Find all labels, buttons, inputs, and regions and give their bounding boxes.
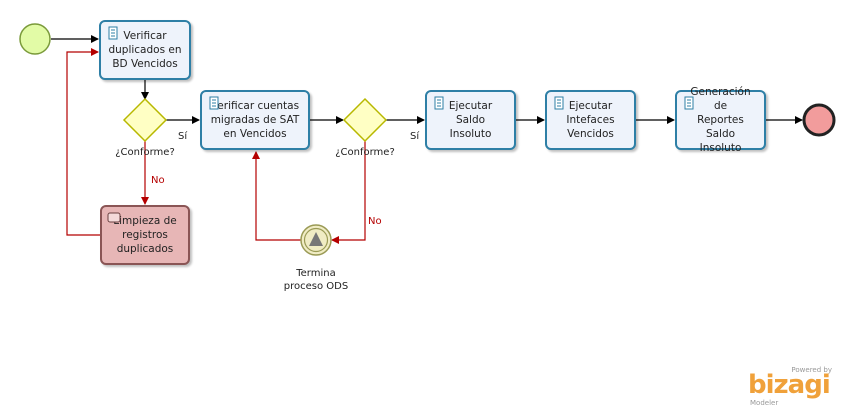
bizagi-logo: Powered by bizagi Modeler — [748, 366, 834, 407]
brand-product: Modeler — [750, 399, 779, 407]
gateway-label-conforme-1: ¿Conforme? — [115, 147, 175, 158]
termina-event-label: Termina proceso ODS — [283, 268, 349, 292]
task-label: Ejecutar Saldo Insoluto — [448, 100, 493, 140]
task-verificar-cuentas[interactable]: Verificar cuentas migradas de SAT en Ven… — [200, 90, 310, 150]
manual-task-icon — [107, 212, 121, 223]
task-label: Verificar duplicados en BD Vencidos — [108, 30, 182, 70]
powered-by-text: Powered by — [791, 366, 832, 374]
gateway-label-conforme-2: ¿Conforme? — [335, 147, 395, 158]
task-generacion-reportes[interactable]: Generación de Reportes Saldo Insoluto — [675, 86, 766, 154]
task-ejecutar-interfaces[interactable]: Ejecutar Intefaces Vencidos — [545, 90, 636, 150]
gateway-conforme-2 — [342, 97, 388, 143]
task-label: Ejecutar Intefaces Vencidos — [566, 100, 615, 140]
flow-label-si-2: Sí — [410, 131, 420, 142]
script-icon — [209, 96, 219, 110]
script-icon — [434, 96, 444, 110]
script-icon — [554, 96, 564, 110]
flow-label-si-1: Sí — [178, 131, 188, 142]
end-event — [802, 103, 836, 137]
task-verificar-duplicados[interactable]: Verificar duplicados en BD Vencidos — [99, 20, 191, 80]
task-limpieza-duplicados[interactable]: Limpieza de registros duplicados — [100, 205, 190, 265]
flow-label-no-1: No — [151, 175, 165, 186]
flow-gateway2-no — [331, 141, 366, 244]
brand-name: bizagi — [748, 370, 831, 400]
task-label: Verificar cuentas migradas de SAT en Ven… — [210, 100, 300, 140]
script-icon — [108, 26, 118, 40]
task-label: Generación de Reportes Saldo Insoluto — [690, 86, 751, 154]
gateway-conforme-1 — [122, 97, 168, 143]
script-icon — [684, 96, 694, 110]
task-ejecutar-saldo[interactable]: Ejecutar Saldo Insoluto — [425, 90, 516, 150]
flow-label-no-2: No — [368, 216, 382, 227]
termina-event — [300, 224, 332, 256]
flow-termina-back — [252, 151, 301, 241]
task-label: Limpieza de registros duplicados — [113, 215, 177, 255]
start-event — [19, 23, 51, 55]
flow-limpieza-back — [66, 48, 100, 236]
